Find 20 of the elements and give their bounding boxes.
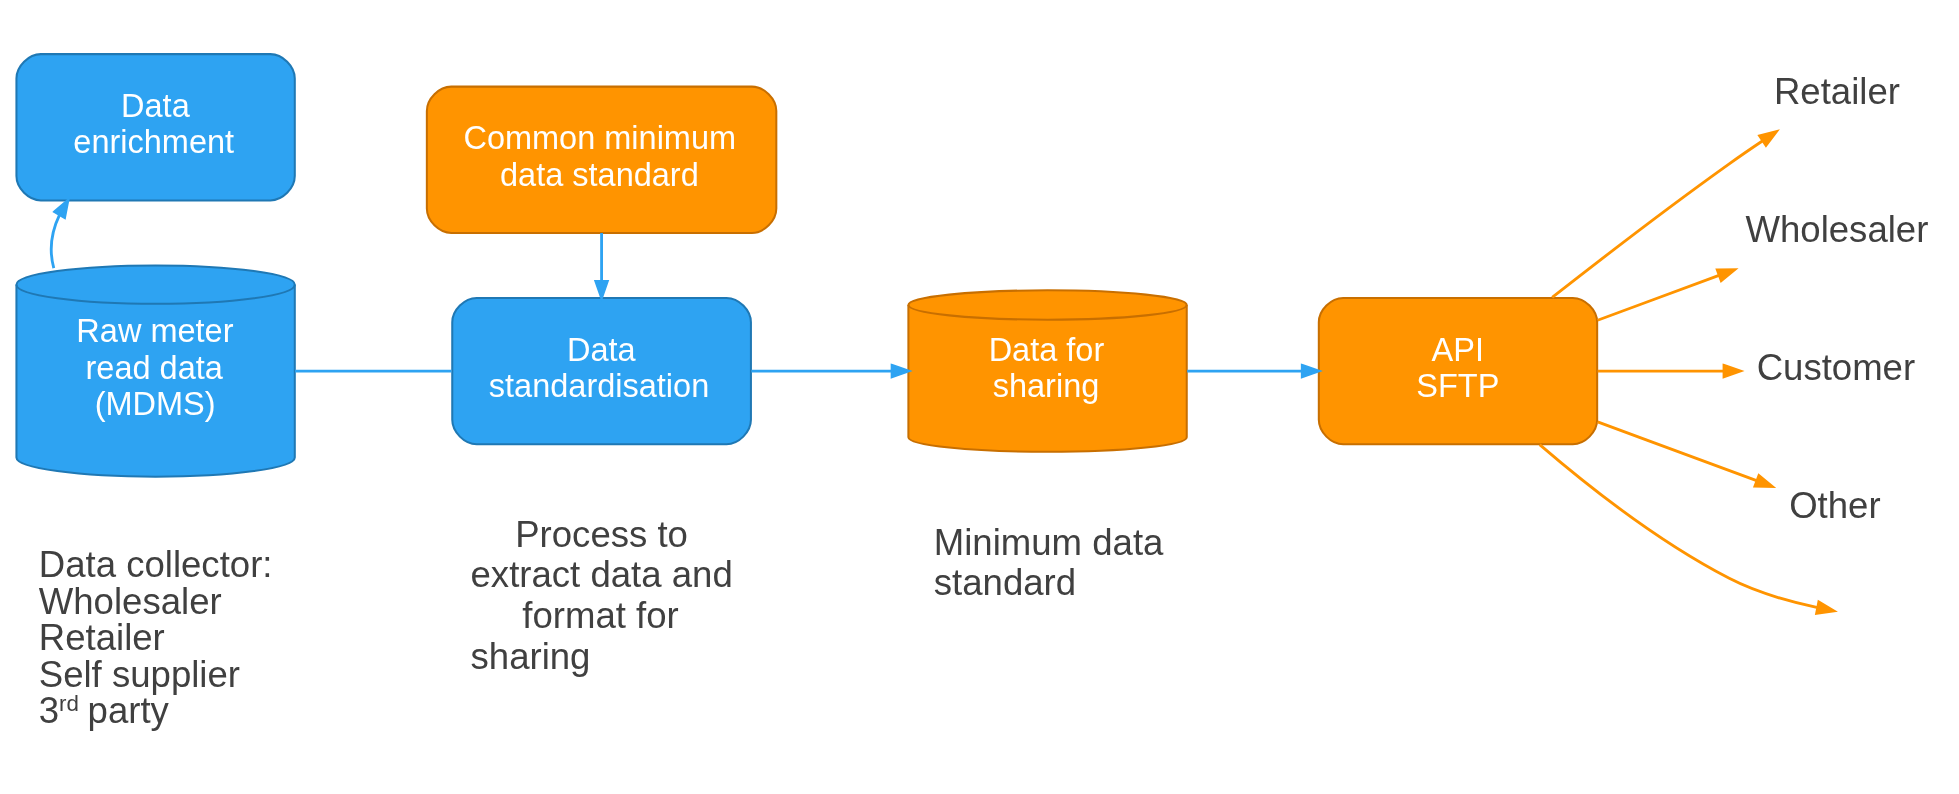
arrow	[1187, 362, 1323, 379]
connector	[295, 369, 452, 372]
node-box: Common minimum data standard	[425, 85, 778, 234]
node-box: Data standardisation	[451, 296, 752, 445]
arrow	[593, 232, 610, 302]
arrow	[1597, 362, 1745, 379]
node-label: Minimum data standard	[933, 521, 1164, 603]
arrow	[751, 362, 913, 379]
node-text: Retailer	[1773, 70, 1900, 112]
arrow	[1551, 128, 1780, 299]
arrow	[49, 196, 71, 269]
node-box: Data enrichment	[15, 52, 296, 201]
node-text: Customer	[1756, 346, 1916, 388]
node-text: Other	[1789, 484, 1881, 526]
node-text: Wholesaler	[1745, 208, 1929, 250]
node-label: Process to extract data and format for sharing	[470, 513, 733, 677]
arrow	[1597, 267, 1739, 322]
arrow	[1597, 420, 1777, 488]
node-box: API SFTP	[1317, 296, 1599, 445]
arrow	[1538, 443, 1838, 615]
